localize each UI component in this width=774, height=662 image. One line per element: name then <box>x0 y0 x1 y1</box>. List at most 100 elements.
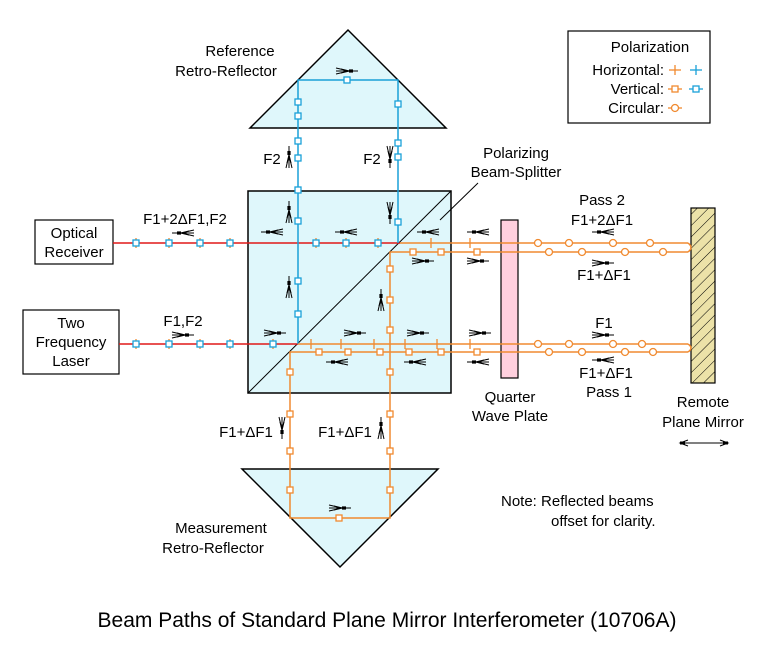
arrow-head <box>425 259 429 263</box>
direction-arrow-r <box>591 331 614 339</box>
remote-mirror-label-1: Remote <box>677 394 730 411</box>
legend-heading: Polarization <box>611 39 689 56</box>
legend-vertical-marker <box>692 85 700 93</box>
arrow-head <box>287 281 291 285</box>
arrow-head <box>266 230 270 234</box>
circular-polarization-marker <box>533 339 543 349</box>
laser-label-3: Laser <box>52 353 90 370</box>
vertical-polarization-marker <box>386 265 394 273</box>
remote-plane-mirror <box>690 207 716 384</box>
direction-arrow-r <box>343 329 366 337</box>
combined-beam-marker <box>132 340 140 348</box>
combined-beam-marker <box>226 239 234 247</box>
combined-beam-marker <box>165 239 173 247</box>
motion-left-dot <box>680 441 685 445</box>
circular-polarization-marker <box>608 339 618 349</box>
direction-arrow-u <box>377 417 385 440</box>
arrow-head <box>280 430 284 434</box>
circular-polarization-marker <box>544 247 554 257</box>
vertical-polarization-marker <box>376 348 384 356</box>
direction-arrow-l <box>467 358 490 366</box>
vertical-polarization-marker <box>437 248 445 256</box>
quarter-wave-plate <box>500 219 519 379</box>
direction-arrow-r <box>171 331 194 339</box>
vertical-polarization-marker <box>386 368 394 376</box>
quarter-wave-label-1: Quarter <box>485 389 536 406</box>
circular-polarization-marker <box>645 238 655 248</box>
optical-receiver-label-2: Receiver <box>44 244 103 261</box>
direction-arrow-d <box>386 201 394 224</box>
arrow-head <box>605 333 609 337</box>
circular-polarization-marker <box>533 238 543 248</box>
vertical-polarization-marker <box>343 76 351 84</box>
direction-arrow-l <box>592 228 615 236</box>
laser-beam-label: F1,F2 <box>163 313 202 330</box>
circular-polarization-marker <box>564 339 574 349</box>
arrow-head <box>480 259 484 263</box>
motion-right-dot <box>723 441 728 445</box>
vertical-polarization-marker <box>386 410 394 418</box>
diagram-title: Beam Paths of Standard Plane Mirror Inte… <box>98 609 677 632</box>
direction-arrow-l <box>592 356 615 364</box>
vertical-polarization-marker <box>294 154 302 162</box>
ref-left-label: F2 <box>263 151 281 168</box>
vertical-polarization-marker <box>286 447 294 455</box>
combined-beam-marker <box>132 239 140 247</box>
vertical-polarization-marker <box>394 218 402 226</box>
arrow-head <box>185 333 189 337</box>
arrow-head <box>597 230 601 234</box>
laser-box <box>22 309 120 375</box>
arrow-head <box>177 231 181 235</box>
legend-circular-label: Circular: <box>608 100 664 117</box>
combined-beam-marker <box>226 340 234 348</box>
combined-beam-marker <box>342 239 350 247</box>
reference-retro-label-2: Retro-Reflector <box>175 63 277 80</box>
meas-right-label: F1+ΔF1 <box>318 424 372 441</box>
combined-beam-marker <box>196 340 204 348</box>
legend-circular-marker <box>670 103 680 113</box>
legend-vertical-label: Vertical: <box>611 81 664 98</box>
vertical-polarization-marker <box>473 248 481 256</box>
arrow-head <box>388 159 392 163</box>
arrow-head <box>388 215 392 219</box>
beam-splitter-diagonal <box>247 190 452 394</box>
circular-polarization-marker <box>620 247 630 257</box>
combined-beam-marker <box>312 239 320 247</box>
legend-horizontal-label: Horizontal: <box>592 62 664 79</box>
circular-polarization-marker <box>608 238 618 248</box>
optical-receiver-label-1: Optical <box>51 225 98 242</box>
vertical-polarization-marker <box>286 410 294 418</box>
vertical-polarization-marker <box>386 447 394 455</box>
direction-arrow-r <box>591 259 614 267</box>
circular-polarization-marker <box>577 247 587 257</box>
vertical-polarization-marker <box>386 486 394 494</box>
direction-arrow-l <box>326 358 349 366</box>
beam-splitter-label-1: Polarizing <box>483 145 549 162</box>
vertical-polarization-marker <box>394 139 402 147</box>
vertical-polarization-marker <box>473 348 481 356</box>
vertical-polarization-marker <box>386 296 394 304</box>
vertical-polarization-marker <box>394 100 402 108</box>
direction-arrow-r <box>466 257 489 265</box>
direction-arrow-r <box>406 329 429 337</box>
direction-arrow-u <box>285 146 293 169</box>
vertical-polarization-marker <box>294 112 302 120</box>
measurement-retro-label-2: Retro-Reflector <box>162 540 264 557</box>
laser-label-2: Frequency <box>36 334 107 351</box>
vertical-polarization-marker <box>335 514 343 522</box>
direction-arrow-r <box>411 257 434 265</box>
direction-arrow-l <box>172 229 195 237</box>
direction-arrow-l <box>261 228 284 236</box>
legend: Polarization Horizontal: Vertical: Circu… <box>567 30 711 124</box>
pass1-label: Pass 1 <box>586 384 632 401</box>
direction-arrow-d <box>278 416 286 439</box>
vertical-polarization-marker <box>344 348 352 356</box>
combined-beam-marker <box>374 239 382 247</box>
direction-arrow-l <box>335 228 358 236</box>
arrow-head <box>597 358 601 362</box>
direction-arrow-d <box>386 145 394 168</box>
vertical-polarization-marker <box>294 310 302 318</box>
arrow-head <box>409 360 413 364</box>
direction-arrow-r <box>263 329 286 337</box>
